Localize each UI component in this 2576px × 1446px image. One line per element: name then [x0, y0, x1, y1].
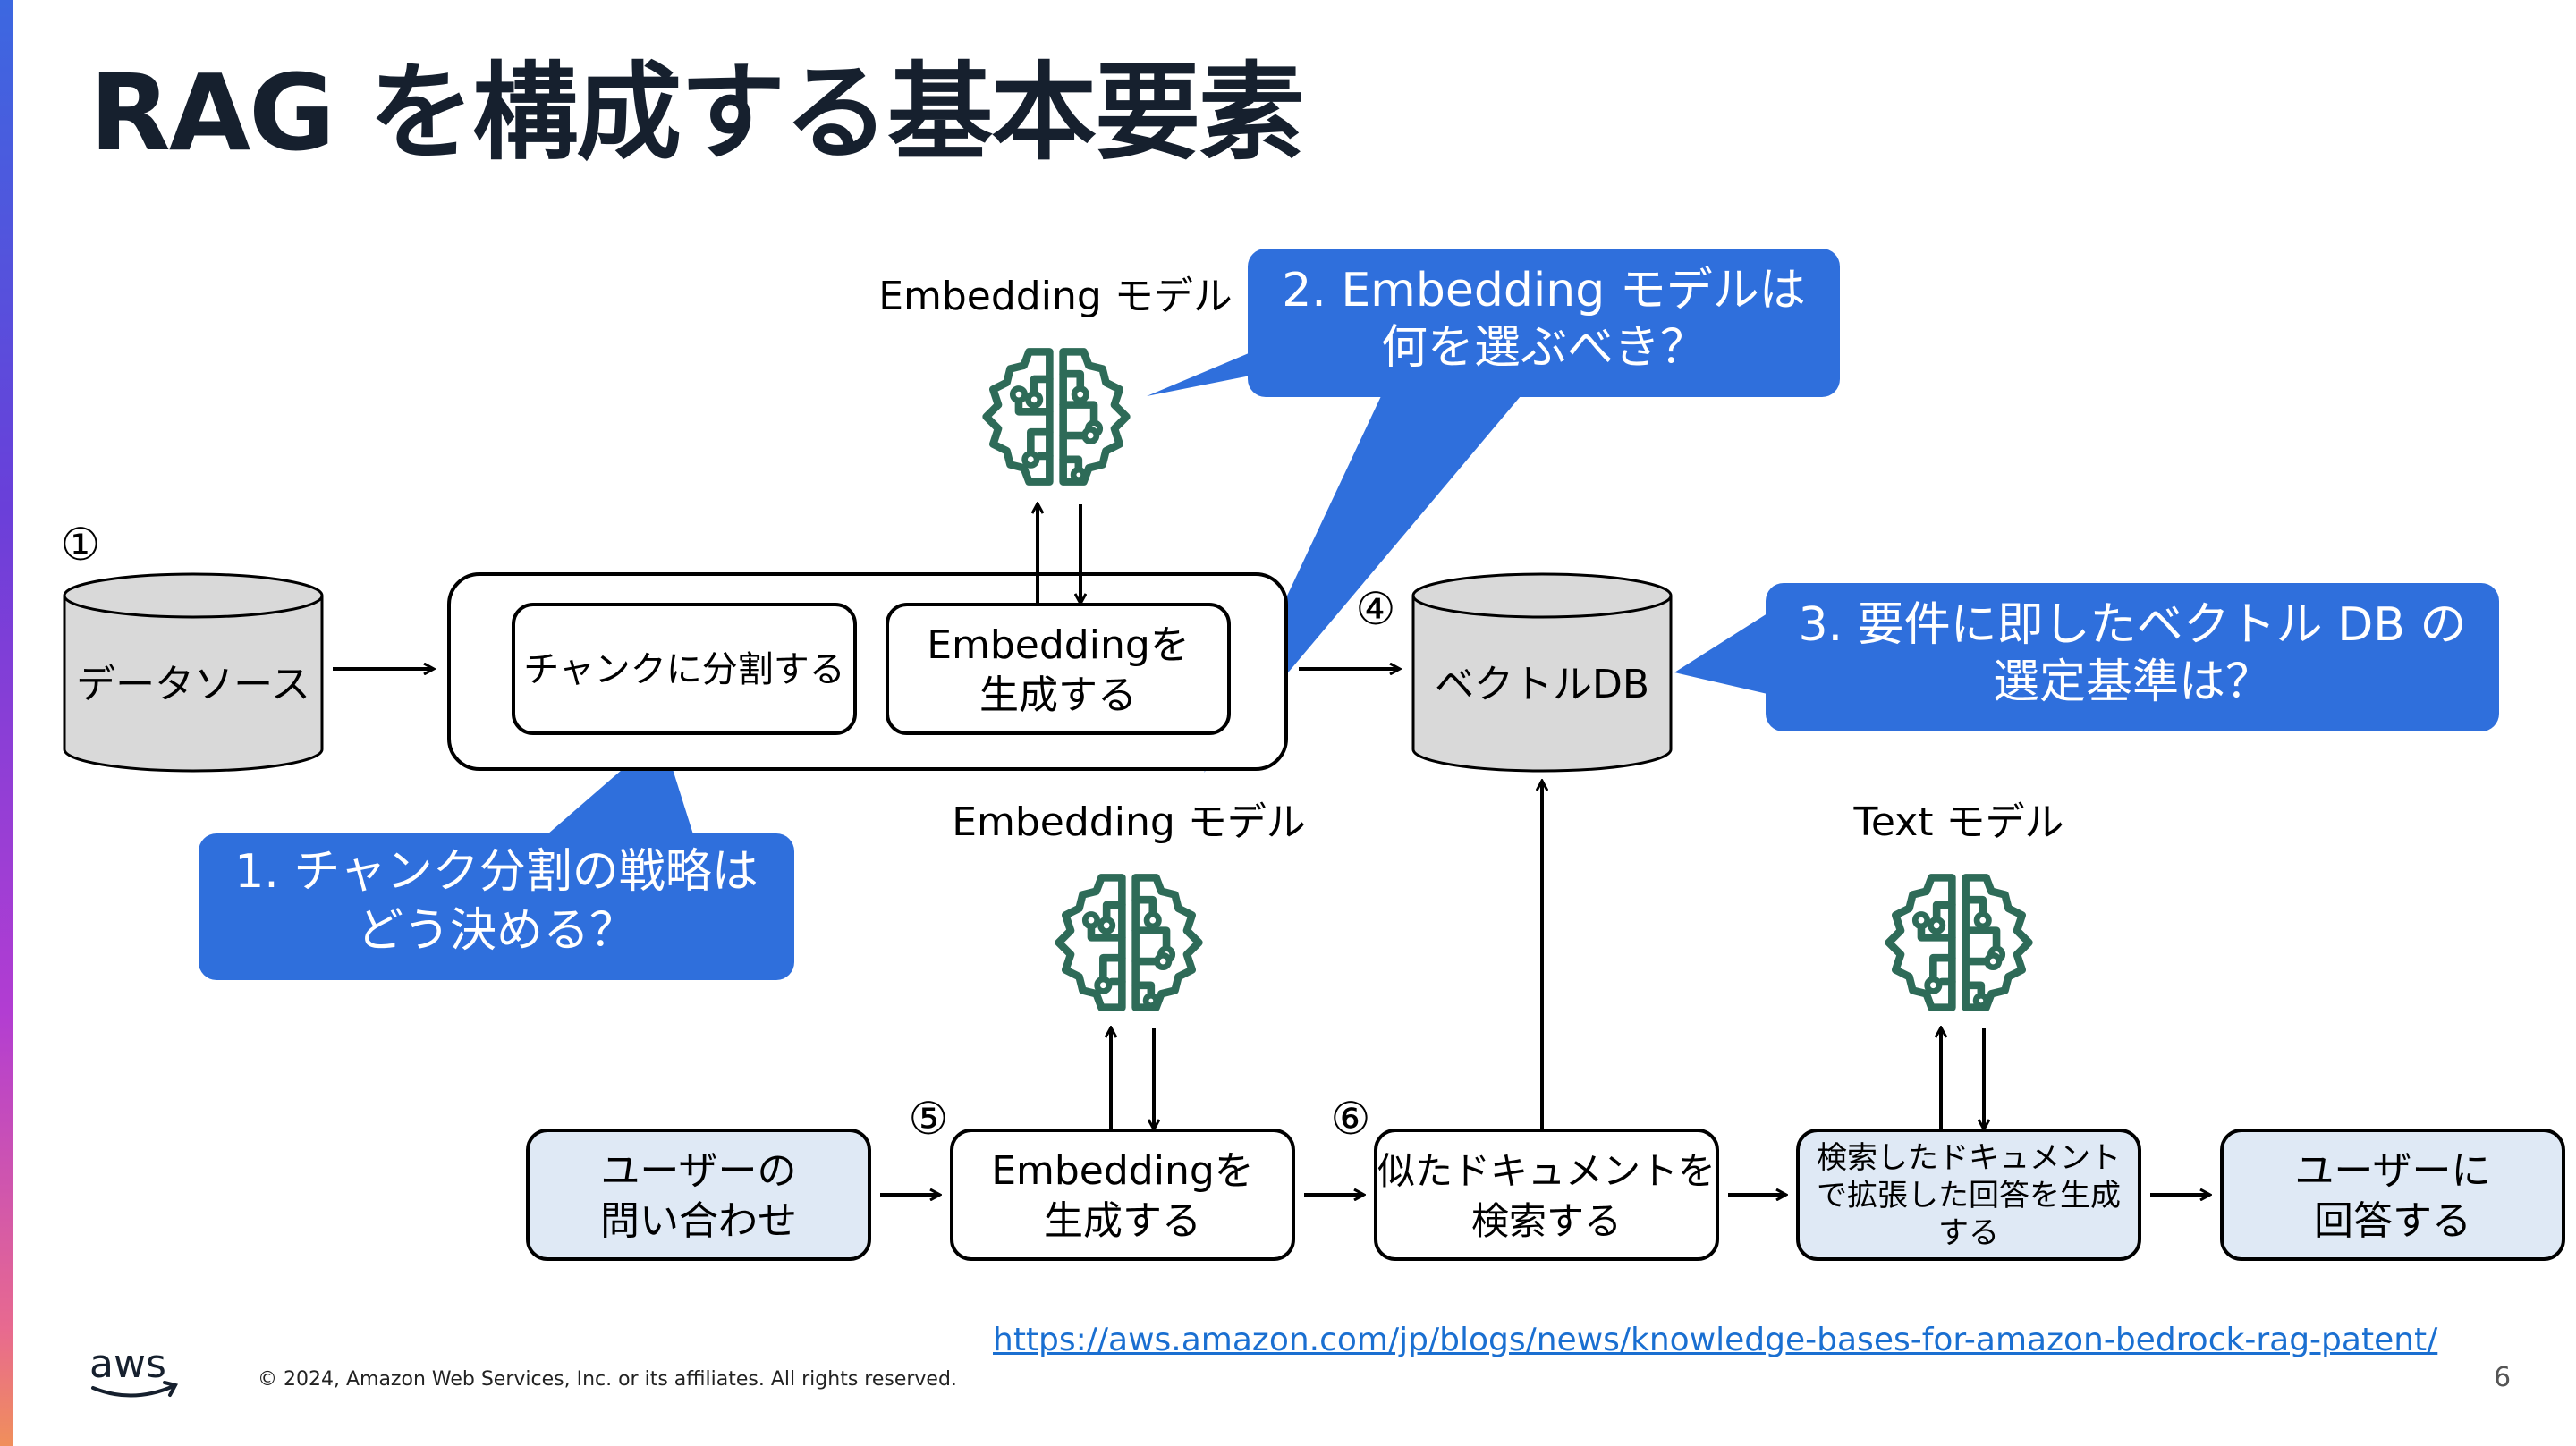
callout-embedding-model: 2. Embedding モデルは 何を選ぶべき？ [1147, 249, 1840, 773]
aws-logo: aws [86, 1340, 184, 1409]
callout-3-line-2: 選定基準は？ [1993, 655, 2272, 709]
chunk-box: チャンクに分割する [512, 603, 857, 735]
augment-box: 検索したドキュメント で拡張した回答を生成 する [1796, 1129, 2141, 1261]
brain-circuit-icon [1889, 877, 2029, 1007]
brain-circuit-icon [987, 351, 1127, 481]
embed-top-box: Embeddingを 生成する [886, 603, 1231, 735]
augment-line-3: する [1938, 1215, 1999, 1251]
embedding-model-label-bottom: Embedding モデル [952, 799, 1306, 845]
text-model-label: Text モデル [1853, 799, 2064, 845]
datasource-cylinder: データソース [63, 572, 324, 773]
page-number: 6 [2494, 1362, 2512, 1393]
search-box: 似たドキュメントを 検索する [1374, 1129, 1719, 1261]
callout-1-line-2: どう決める？ [357, 904, 636, 958]
reference-link[interactable]: https://aws.amazon.com/jp/blogs/news/kno… [993, 1322, 2438, 1358]
embed-top-line-1: Embeddingを [927, 622, 1190, 668]
callout-vectordb-criteria: 3. 要件に即したベクトル DB の 選定基準は？ [1674, 583, 2499, 731]
svg-text:aws: aws [89, 1341, 166, 1387]
query-box: ユーザーの 問い合わせ [526, 1129, 871, 1261]
answer-line-1: ユーザーに [2294, 1148, 2490, 1194]
vectordb-label: ベクトルDB [1435, 662, 1649, 707]
answer-box: ユーザーに 回答する [2220, 1129, 2565, 1261]
brain-circuit-icon [1059, 877, 1199, 1007]
embed-bottom-line-2: 生成する [1044, 1198, 1201, 1244]
search-line-2: 検索する [1471, 1199, 1622, 1243]
augment-line-2: で拡張した回答を生成 [1817, 1178, 2121, 1213]
copyright: © 2024, Amazon Web Services, Inc. or its… [258, 1368, 957, 1391]
flow-arrows [333, 504, 2209, 1195]
page-title: RAG を構成する基本要素 [89, 51, 1304, 174]
query-line-1: ユーザーの [600, 1148, 796, 1194]
step-number-6: ⑥ [1331, 1093, 1371, 1145]
callout-2-line-2: 何を選ぶべき？ [1381, 321, 1707, 375]
step-number-4: ④ [1356, 583, 1396, 635]
callout-3-line-1: 3. 要件に即したベクトル DB の [1799, 598, 2467, 652]
callout-1-line-1: 1. チャンク分割の戦略は [234, 845, 758, 899]
step-number-1: ① [61, 519, 101, 571]
chunk-label: チャンクに分割する [523, 649, 845, 690]
embed-bottom-box: Embeddingを 生成する [950, 1129, 1295, 1261]
embed-bottom-line-1: Embeddingを [991, 1148, 1254, 1194]
step-number-5: ⑤ [909, 1093, 949, 1145]
callout-chunk-strategy: 1. チャンク分割の戦略は どう決める？ [199, 735, 794, 980]
embedding-model-label-top: Embedding モデル [878, 274, 1233, 319]
callout-2-line-1: 2. Embedding モデルは [1282, 264, 1806, 317]
augment-line-1: 検索したドキュメント [1817, 1140, 2121, 1176]
answer-line-2: 回答する [2314, 1198, 2471, 1244]
query-line-2: 問い合わせ [600, 1198, 797, 1244]
embed-top-line-2: 生成する [979, 672, 1137, 718]
search-line-1: 似たドキュメントを [1377, 1149, 1716, 1193]
datasource-label: データソース [76, 662, 310, 707]
vectordb-cylinder: ベクトルDB [1411, 572, 1673, 773]
accent-bar [0, 0, 13, 1446]
